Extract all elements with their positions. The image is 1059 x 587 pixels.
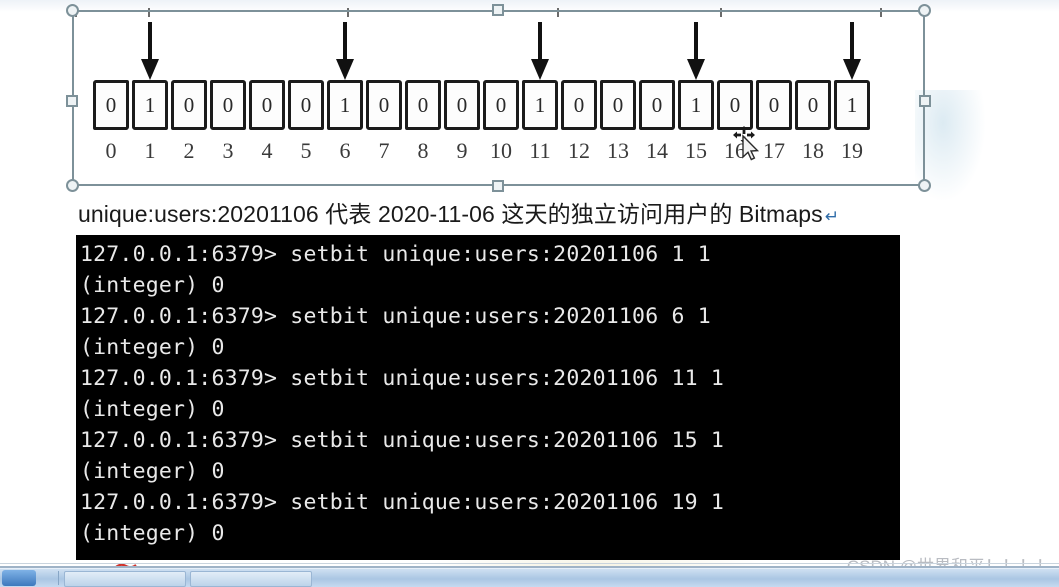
- bitmap-index-label: 18: [802, 138, 824, 163]
- taskbar-item[interactable]: [64, 571, 186, 587]
- bitmap-cell: 0: [639, 80, 675, 130]
- bitmap-index-label: 12: [568, 138, 590, 163]
- redis-cli-terminal[interactable]: 127.0.0.1:6379> setbit unique:users:2020…: [76, 235, 900, 560]
- terminal-line: (integer) 0: [80, 397, 225, 422]
- bitmap-index-label: 11: [529, 138, 551, 163]
- selection-handle-top-left[interactable]: [66, 4, 79, 17]
- terminal-line: 127.0.0.1:6379> setbit unique:users:2020…: [80, 242, 711, 267]
- bitmap-index-label: 17: [763, 138, 785, 163]
- terminal-line: (integer) 0: [80, 335, 225, 360]
- bitmap-index-label: 1: [144, 138, 156, 163]
- bitmap-cell: 1: [678, 80, 714, 130]
- arrow-head: [687, 59, 705, 80]
- bitmap-index-label: 14: [646, 138, 668, 163]
- bitmap-index-label: 19: [841, 138, 863, 163]
- taskbar-separator: [0, 566, 1059, 568]
- image-selection-frame[interactable]: [66, 4, 931, 192]
- bitmap-index-label: 15: [685, 138, 707, 163]
- arrow-down-icon: [531, 22, 549, 80]
- bitmap-cell: 0: [795, 80, 831, 130]
- bitmap-cell: 1: [522, 80, 558, 130]
- document-bottom-edge: [0, 563, 1059, 564]
- arrow-down-icon: [843, 22, 861, 80]
- selection-handle-middle-right[interactable]: [919, 95, 931, 107]
- windows-taskbar[interactable]: [0, 568, 1059, 587]
- bitmap-cell: 0: [756, 80, 792, 130]
- terminal-line: (integer) 0: [80, 459, 225, 484]
- terminal-line: (integer) 0: [80, 521, 225, 546]
- ruler-tick: [557, 8, 559, 17]
- bitmap-cell: 0: [405, 80, 441, 130]
- bitmap-index-label: 13: [607, 138, 629, 163]
- figure-caption: unique:users:20201106 代表 2020-11-06 这天的独…: [78, 195, 1038, 229]
- terminal-line: 127.0.0.1:6379> setbit unique:users:2020…: [80, 304, 711, 329]
- arrow-head: [843, 59, 861, 80]
- ruler-tick: [880, 8, 882, 17]
- arrow-row: [88, 18, 898, 80]
- bitmap-index-label: 9: [456, 138, 468, 163]
- taskbar-divider: [58, 571, 59, 585]
- bitmap-index-label: 10: [490, 138, 512, 163]
- bitmap-index-label: 4: [261, 138, 273, 163]
- selection-handle-bottom-center[interactable]: [492, 180, 504, 192]
- arrow-head: [336, 59, 354, 80]
- bitmap-cell: 1: [834, 80, 870, 130]
- arrow-shaft: [694, 22, 698, 62]
- bitmap-index-label: 0: [105, 138, 117, 163]
- bitmap-index-label: 6: [339, 138, 351, 163]
- bitmap-cell: 0: [483, 80, 519, 130]
- start-button[interactable]: [2, 570, 36, 586]
- arrow-down-icon: [336, 22, 354, 80]
- bitmap-index-label: 16: [724, 138, 746, 163]
- bitmap-index-label: 8: [417, 138, 429, 163]
- bitmap-cell: 1: [327, 80, 363, 130]
- bitmap-cell: 0: [717, 80, 753, 130]
- bitmap-cell: 0: [171, 80, 207, 130]
- bitmap-index-label: 5: [300, 138, 312, 163]
- arrow-down-icon: [141, 22, 159, 80]
- arrow-head: [141, 59, 159, 80]
- arrow-shaft: [538, 22, 542, 62]
- terminal-line: 127.0.0.1:6379> setbit unique:users:2020…: [80, 366, 725, 391]
- ruler-tick: [347, 8, 349, 17]
- bitmap-index-label: 7: [378, 138, 390, 163]
- ruler-tick: [148, 8, 150, 17]
- bitmap-cell: 0: [210, 80, 246, 130]
- arrow-shaft: [148, 22, 152, 62]
- terminal-line: (integer) 0: [80, 273, 225, 298]
- bitmap-cell: 0: [93, 80, 129, 130]
- selection-handle-top-center[interactable]: [492, 4, 504, 16]
- bitmap-cell: 1: [132, 80, 168, 130]
- arrow-shaft: [343, 22, 347, 62]
- bitmap-cell: 0: [561, 80, 597, 130]
- bitmap-cell: 0: [288, 80, 324, 130]
- bitmap-cell: 0: [444, 80, 480, 130]
- terminal-line: 127.0.0.1:6379> setbit unique:users:2020…: [80, 490, 725, 515]
- bitmap-cell: 0: [600, 80, 636, 130]
- arrow-down-icon: [687, 22, 705, 80]
- selection-handle-bottom-right[interactable]: [918, 179, 931, 192]
- terminal-line: 127.0.0.1:6379> setbit unique:users:2020…: [80, 428, 725, 453]
- bitmap-index-label: 2: [183, 138, 195, 163]
- caption-text: unique:users:20201106 代表 2020-11-06 这天的独…: [78, 201, 823, 227]
- arrow-head: [531, 59, 549, 80]
- bitmap-cell: 0: [366, 80, 402, 130]
- taskbar-item[interactable]: [190, 571, 312, 587]
- terminal-output: 127.0.0.1:6379> setbit unique:users:2020…: [80, 239, 900, 549]
- ruler-tick: [720, 8, 722, 17]
- selection-handle-bottom-left[interactable]: [66, 179, 79, 192]
- selection-handle-middle-left[interactable]: [66, 95, 78, 107]
- arrow-shaft: [850, 22, 854, 62]
- bitmap-index-label: 3: [222, 138, 234, 163]
- selection-handle-top-right[interactable]: [918, 4, 931, 17]
- bitmap-cell: 0: [249, 80, 285, 130]
- paragraph-mark-icon: ↵: [824, 207, 840, 226]
